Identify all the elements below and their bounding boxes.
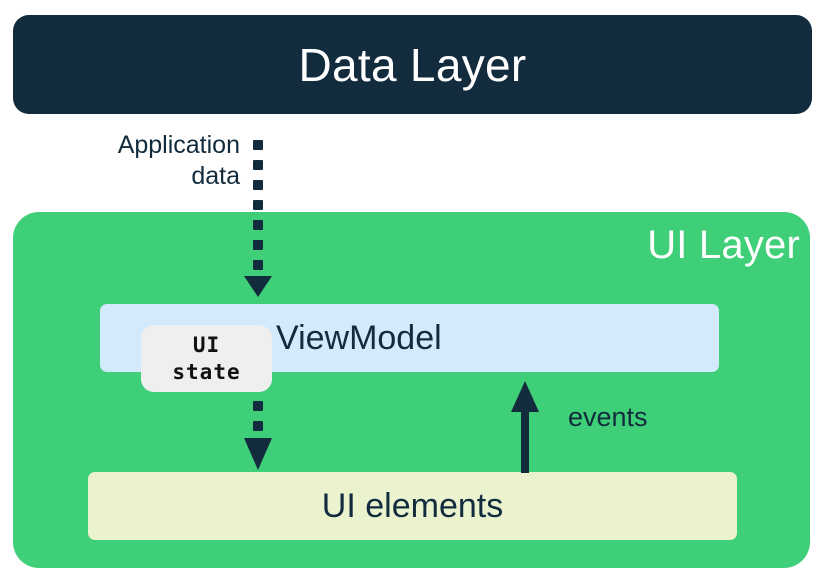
data-layer-box: Data Layer (13, 15, 812, 114)
viewmodel-label: ViewModel (276, 319, 442, 357)
data-layer-title: Data Layer (298, 38, 527, 91)
ui-layer-title: UI Layer (647, 223, 800, 267)
application-data-label-line1: Application (117, 131, 240, 159)
ui-elements-box: UI elements (88, 472, 737, 540)
ui-elements-label: UI elements (321, 487, 504, 525)
ui-state-line2: state (172, 359, 241, 384)
ui-state-chip: UI state (141, 325, 272, 392)
application-data-label: Application data (62, 130, 240, 192)
application-data-label-line2: data (191, 162, 240, 190)
events-label: events (568, 402, 648, 432)
ui-state-line1: UI (192, 332, 221, 357)
